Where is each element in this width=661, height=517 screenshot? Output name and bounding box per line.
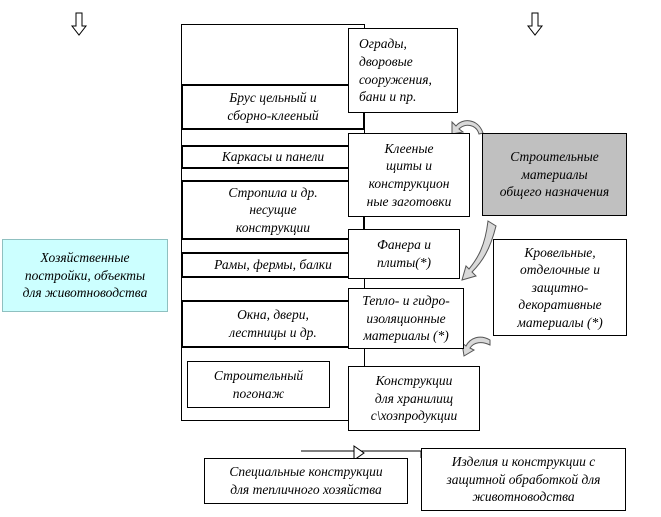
item-trusses: Рамы, фермы, балки	[181, 252, 365, 278]
item-timber: Брус цельный и сборно-клееный	[181, 84, 365, 130]
storage-box: Конструкции для хранилищ с\хозпродукции	[348, 366, 480, 431]
down-arrow-icon	[526, 12, 544, 36]
item-rafters: Стропила и др. несущие конструкции	[181, 180, 365, 240]
fences-box: Ограды, дворовые сооружения, бани и пр.	[348, 28, 458, 113]
insulation-box: Тепло- и гидро- изоляционные материалы (…	[348, 288, 464, 349]
general-materials-box: Строительные материалы общего назначения	[482, 133, 627, 216]
greenhouse-box: Специальные конструкции для тепличного х…	[204, 458, 408, 504]
curved-arrow-icon	[461, 220, 497, 281]
plywood-box: Фанера и плиты(*)	[348, 229, 460, 279]
glued-panels-box: Клееные щиты и конструкцион ные заготовк…	[348, 133, 470, 217]
farm-buildings-label: Хозяйственные постройки, объекты для жив…	[22, 250, 148, 301]
plywood-label: Фанера и плиты(*)	[376, 237, 432, 270]
item-windows-doors: Окна, двери, лестницы и др.	[181, 300, 365, 348]
protected-products-box: Изделия и конструкции с защитной обработ…	[421, 448, 626, 511]
glued-panels-label: Клееные щиты и конструкцион ные заготовк…	[366, 140, 452, 209]
item-molding-label: Строительный погонаж	[213, 367, 304, 401]
item-rafters-label: Стропила и др. несущие конструкции	[228, 184, 318, 235]
greenhouse-label: Специальные конструкции для тепличного х…	[229, 464, 383, 497]
curved-arrow-icon	[461, 336, 491, 357]
item-timber-label: Брус цельный и сборно-клееный	[227, 90, 319, 123]
item-windows-doors-label: Окна, двери, лестницы и др.	[229, 307, 317, 340]
farm-buildings-box: Хозяйственные постройки, объекты для жив…	[2, 239, 168, 312]
item-frames-panels-label: Каркасы и панели	[221, 149, 325, 165]
roofing-label: Кровельные, отделочные и защитно- декора…	[517, 244, 603, 330]
item-molding: Строительный погонаж	[187, 361, 330, 408]
insulation-label: Тепло- и гидро- изоляционные материалы (…	[362, 293, 450, 344]
protected-products-label: Изделия и конструкции с защитной обработ…	[446, 454, 601, 505]
fences-label: Ограды, дворовые сооружения, бани и пр.	[359, 36, 432, 105]
roofing-box: Кровельные, отделочные и защитно- декора…	[493, 239, 627, 336]
curved-arrow-icon	[451, 120, 484, 135]
storage-label: Конструкции для хранилищ с\хозпродукции	[370, 373, 458, 424]
down-arrow-icon	[70, 12, 88, 36]
general-materials-label: Строительные материалы общего назначения	[499, 149, 610, 200]
item-frames-panels: Каркасы и панели	[181, 145, 365, 169]
item-trusses-label: Рамы, фермы, балки	[214, 257, 332, 273]
